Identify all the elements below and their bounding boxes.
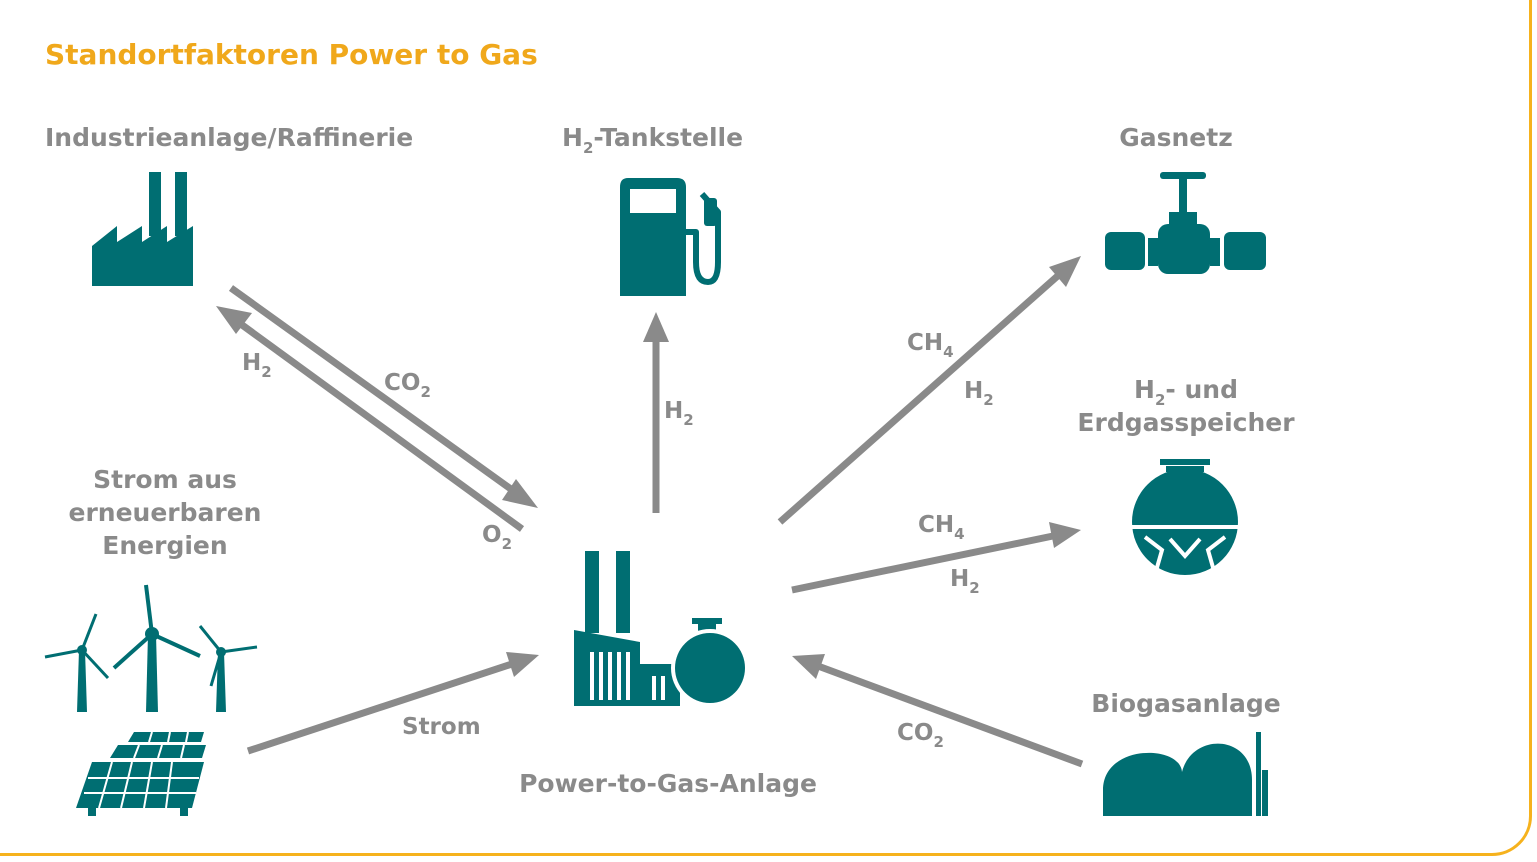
wind-turbine-center	[112, 584, 201, 712]
arrow-h2-to-industrie	[216, 306, 525, 532]
arrow-h2-to-tankstelle	[643, 312, 669, 513]
arrow-to-speicher	[791, 522, 1081, 594]
label-tankstelle: H2-Tankstelle	[562, 123, 743, 157]
wind-turbine-right	[198, 625, 258, 712]
flow-label-tankstelle-h2: H2	[664, 398, 694, 429]
wind-turbine-left	[44, 613, 110, 712]
solar-panel-icon	[76, 731, 206, 816]
gas-tank-sphere-icon	[1130, 459, 1240, 579]
power-to-gas-plant-icon	[574, 551, 749, 707]
flow-label-biogas-co2: CO2	[897, 720, 944, 751]
arrow-co2-to-anlage	[228, 285, 538, 508]
biogas-plant-icon	[1103, 732, 1268, 816]
flow-label-gasnetz-h2: H2	[964, 378, 994, 409]
factory-icon	[92, 172, 193, 286]
pipe-valve-icon	[1105, 172, 1266, 274]
flow-label-gasnetz-ch4: CH4	[907, 330, 954, 361]
flow-label-strom: Strom	[402, 714, 481, 740]
flow-label-industrie-co2: CO2	[384, 370, 431, 401]
flow-label-industrie-h2: H2	[242, 350, 272, 381]
label-speicher-line1: H2- und	[1134, 375, 1238, 409]
flow-label-industrie-o2: O2	[482, 522, 512, 553]
label-industrieanlage: Industrieanlage/Raffinerie	[45, 123, 413, 152]
label-power-to-gas-anlage: Power-to-Gas-Anlage	[519, 769, 817, 798]
wind-turbine-icon	[44, 584, 258, 712]
fuel-pump-icon	[620, 178, 721, 296]
label-strom-line2: erneuerbaren	[69, 498, 262, 527]
label-biogasanlage: Biogasanlage	[1091, 689, 1280, 718]
diagram-title: Standortfaktoren Power to Gas	[45, 38, 538, 71]
arrow-strom-to-anlage	[246, 652, 539, 755]
flow-label-speicher-h2: H2	[950, 566, 980, 597]
label-gasnetz: Gasnetz	[1119, 123, 1233, 152]
arrow-to-gasnetz	[777, 256, 1081, 525]
flow-label-speicher-ch4: CH4	[918, 512, 965, 543]
arrow-co2-from-biogas	[792, 654, 1084, 768]
label-strom-line1: Strom aus	[93, 465, 237, 494]
label-speicher-line2: Erdgasspeicher	[1077, 408, 1295, 437]
label-strom-line3: Energien	[102, 531, 227, 560]
